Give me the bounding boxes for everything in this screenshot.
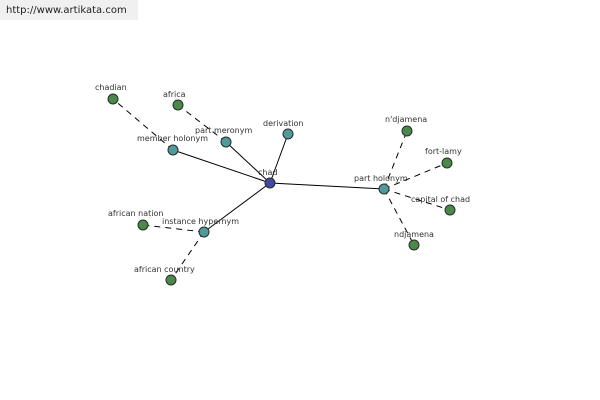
node-ndjamena[interactable] [408,239,420,251]
nodes-layer [107,93,456,286]
source-link[interactable]: http://www.artikata.com [0,0,138,20]
node-derivation[interactable] [282,128,294,140]
edge-chad-to-part-meronym [225,141,271,184]
node-label-instance-hypernym: instance hypernym [162,217,239,226]
node-african-nation[interactable] [137,219,149,231]
node-part-meronym[interactable] [220,136,232,148]
edge-member-holonym-to-chadian [112,98,174,151]
node-label-member-holonym: member holonym [137,134,208,143]
edge-chad-to-part-holonym [269,182,385,190]
node-instance-hypernym[interactable] [198,226,210,238]
edges-layer [112,98,451,281]
edge-instance-hypernym-to-african-country [170,231,205,281]
edge-chad-to-derivation [269,133,289,184]
node-label-african-nation: african nation [108,209,163,218]
node-chad[interactable] [264,177,276,189]
edge-part-holonym-to-fort-lamy [383,162,448,190]
node-label-african-country: african country [134,265,195,274]
node-label-derivation: derivation [263,119,303,128]
node-chadian[interactable] [107,93,119,105]
node-label-capital-of-chad: capital of chad [411,195,470,204]
node-label-fort-lamy: fort-lamy [425,147,462,156]
edge-part-holonym-to-capital-of-chad [383,188,451,211]
node-label-n-djamena: n'djamena [385,115,427,124]
node-label-part-holonym: part holonym [354,174,408,183]
node-african-country[interactable] [165,274,177,286]
edge-chad-to-member-holonym [172,149,271,184]
node-label-part-meronym: part meronym [195,126,252,135]
node-label-africa: africa [163,90,186,99]
edge-chad-to-instance-hypernym [203,182,271,233]
edge-instance-hypernym-to-african-nation [142,224,205,233]
node-label-ndjamena: ndjamena [394,230,434,239]
node-label-chad: chad [258,168,277,177]
node-member-holonym[interactable] [167,144,179,156]
node-part-holonym[interactable] [378,183,390,195]
node-n-djamena[interactable] [401,125,413,137]
node-fort-lamy[interactable] [441,157,453,169]
node-capital-of-chad[interactable] [444,204,456,216]
node-africa[interactable] [172,99,184,111]
node-label-chadian: chadian [95,83,127,92]
